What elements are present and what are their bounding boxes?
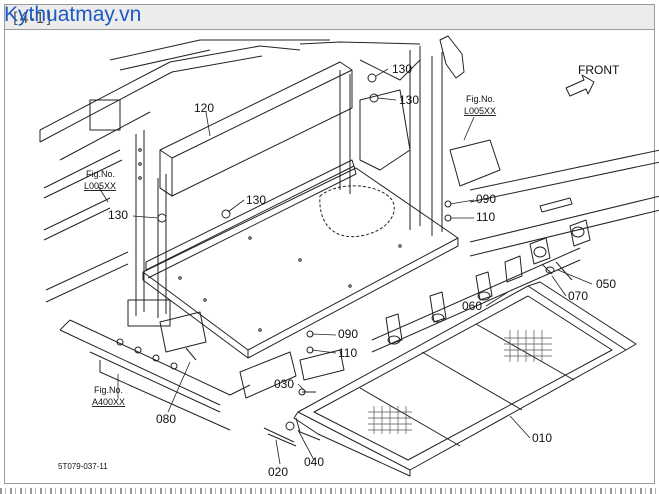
title-bar: [4-1] [4,4,655,30]
part-label-110-lower: 110 [338,346,357,360]
grate-frame-010 [293,281,637,477]
part-label-020: 020 [268,465,288,479]
leader-lines [97,68,593,465]
part-label-110-right: 110 [476,210,495,224]
part-label-130-left: 130 [108,208,128,222]
cover-plate [142,167,459,359]
diagram-title: [4-1] [13,9,52,27]
part-label-080: 080 [156,412,176,426]
nozzle-row [371,247,581,353]
part-label-010: 010 [532,431,552,445]
fig-ref-caption-right: Fig.No. [466,94,495,104]
angle-bar [145,159,357,279]
fig-ref-caption-bottom: Fig.No. [94,385,123,395]
part-label-130-upper: 130 [399,93,419,107]
part-label-050: 050 [596,277,616,291]
scan-noise-strip [0,488,659,494]
part-label-060: 060 [462,299,482,313]
part-label-130-middle: 130 [246,193,266,207]
watermark: Kythuatmay.vn [4,3,142,26]
front-label: FRONT [578,63,620,77]
left-posts [127,70,351,327]
part-label-030: 030 [274,377,294,391]
fig-ref-code-right: L005XX [464,106,496,116]
drawing-border [4,30,655,484]
fig-ref-code-left: L005XX [84,181,116,191]
hidden-detail [319,185,395,238]
panel-120 [159,61,353,197]
frame-rails [39,39,421,241]
part-label-090-lower: 090 [338,327,358,341]
small-hardware [157,73,553,447]
drawing-code: 5T079-037-11 [58,462,108,471]
fig-ref-code-bottom: A400XX [92,397,125,407]
part-label-120: 120 [194,101,214,115]
part-label-040: 040 [304,455,324,469]
front-arrow-icon [565,74,595,97]
part-label-090-right: 090 [476,192,496,206]
mesh-hatch [368,330,552,434]
part-label-070: 070 [568,289,588,303]
part-label-130-top: 130 [392,62,412,76]
fig-ref-caption-left: Fig.No. [86,169,115,179]
right-posts [359,35,501,236]
lower-frame [45,251,345,431]
right-rails [469,149,659,283]
